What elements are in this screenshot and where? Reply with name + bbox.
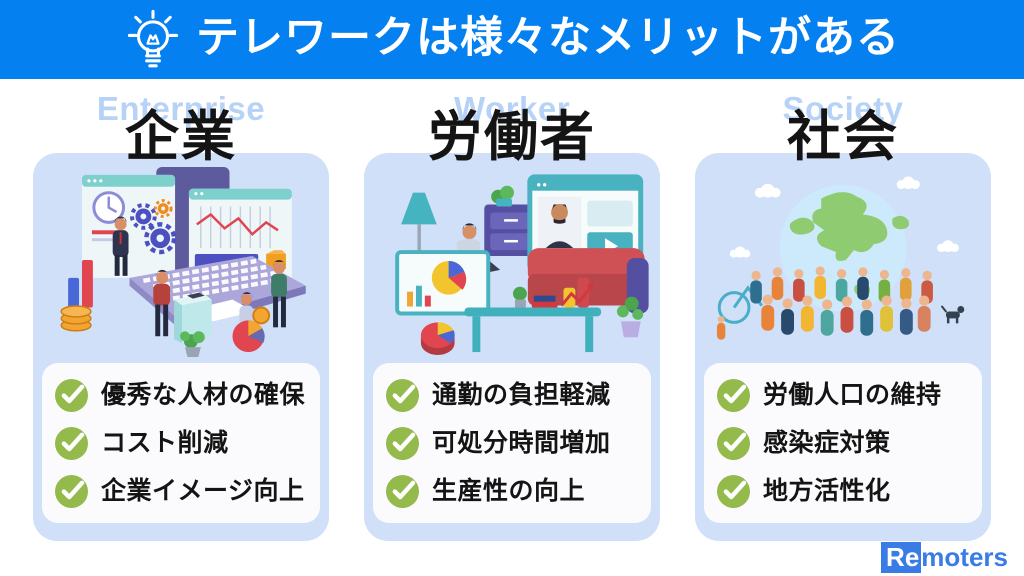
benefit-item: 労働人口の維持	[717, 371, 976, 419]
enterprise-card: 優秀な人材の確保 コスト削減 企業イメージ向上	[33, 153, 329, 541]
benefit-item: コスト削減	[55, 419, 314, 467]
society-card: 労働人口の維持 感染症対策 地方活性化	[695, 153, 991, 541]
benefit-item: 生産性の向上	[386, 467, 645, 515]
column-enterprise: Enterprise 企業	[33, 92, 329, 541]
check-icon	[55, 474, 88, 508]
benefit-item: 通勤の負担軽減	[386, 371, 645, 419]
benefit-item: 感染症対策	[717, 419, 976, 467]
benefit-label: 可処分時間増加	[432, 428, 611, 457]
column-heading: Enterprise 企業	[33, 90, 329, 164]
column-label-english: Enterprise	[96, 90, 266, 127]
benefit-label: 優秀な人材の確保	[101, 380, 306, 409]
lightbulb-icon	[127, 9, 179, 67]
benefit-label: 通勤の負担軽減	[432, 380, 611, 409]
column-label-japanese: 企業	[125, 107, 237, 167]
worker-benefits-panel: 通勤の負担軽減 可処分時間増加 生産性の向上	[373, 363, 651, 523]
column-label-japanese: 労働者	[428, 107, 596, 167]
benefit-label: 企業イメージ向上	[101, 476, 305, 505]
column-label-japanese: 社会	[787, 107, 899, 167]
column-label-english: Society	[782, 90, 904, 127]
column-worker: Worker 労働者	[364, 92, 660, 541]
benefit-label: 生産性の向上	[432, 476, 586, 505]
check-icon	[717, 426, 750, 460]
benefit-label: 感染症対策	[763, 428, 891, 457]
check-icon	[386, 426, 419, 460]
logo-text: moters	[921, 542, 1008, 572]
benefit-columns: Enterprise 企業	[33, 92, 991, 541]
check-icon	[717, 378, 750, 412]
benefit-label: 労働人口の維持	[763, 380, 942, 409]
benefit-item: 可処分時間増加	[386, 419, 645, 467]
column-society: Society 社会	[695, 92, 991, 541]
check-icon	[386, 378, 419, 412]
society-benefits-panel: 労働人口の維持 感染症対策 地方活性化	[704, 363, 982, 523]
check-icon	[717, 474, 750, 508]
crowd-with-globe-illustration	[701, 161, 985, 359]
header-banner: テレワークは様々なメリットがある	[0, 0, 1024, 79]
column-label-english: Worker	[453, 90, 571, 127]
column-heading: Worker 労働者	[364, 90, 660, 164]
check-icon	[386, 474, 419, 508]
office-teamwork-isometric-illustration	[39, 161, 323, 359]
benefit-item: 優秀な人材の確保	[55, 371, 314, 419]
check-icon	[55, 426, 88, 460]
benefit-item: 地方活性化	[717, 467, 976, 515]
worker-card: 通勤の負担軽減 可処分時間増加 生産性の向上	[364, 153, 660, 541]
check-icon	[55, 378, 88, 412]
remote-work-at-home-isometric-illustration	[370, 161, 654, 359]
column-heading: Society 社会	[695, 90, 991, 164]
benefit-label: コスト削減	[101, 428, 229, 457]
enterprise-benefits-panel: 優秀な人材の確保 コスト削減 企業イメージ向上	[42, 363, 320, 523]
page-title: テレワークは様々なメリットがある	[196, 14, 900, 62]
benefit-item: 企業イメージ向上	[55, 467, 314, 515]
logo-mark: Re	[881, 542, 922, 573]
benefit-label: 地方活性化	[763, 476, 891, 505]
